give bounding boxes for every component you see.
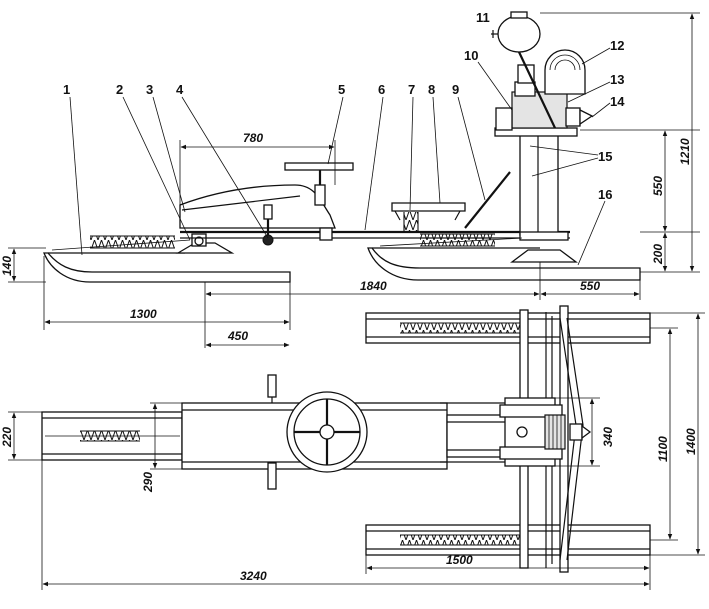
- part-number-labels: 1 2 3 4 5 6 7 8 9 10 11 12 13 14 15 16: [63, 10, 625, 202]
- part-number-9: 9: [452, 82, 459, 97]
- seat-body: [179, 184, 336, 241]
- dimension-550-side: 550: [651, 176, 665, 196]
- dimension-220: 220: [0, 427, 14, 448]
- dimension-290: 290: [141, 472, 155, 493]
- part-number-8: 8: [428, 82, 435, 97]
- part-number-1: 1: [63, 82, 70, 97]
- dimension-550-bottom: 550: [580, 279, 600, 293]
- brake-lever: [262, 204, 274, 246]
- top-view: 220 290 3240 1500 340 1100: [0, 305, 705, 590]
- engine-top: [499, 397, 592, 467]
- dimension-1100: 1100: [656, 436, 670, 462]
- part-number-13: 13: [610, 72, 624, 87]
- side-view: 1 2 3 4 5 6 7 8 9 10 11 12 13 14 15 16 7…: [0, 10, 700, 348]
- dimension-340: 340: [601, 427, 615, 447]
- side-view-dimensions: 780 1840 550 1300 450 140: [0, 12, 700, 348]
- dimension-200: 200: [651, 244, 665, 265]
- fuel-tank: [491, 11, 556, 129]
- dimension-1840: 1840: [360, 279, 387, 293]
- dimension-1210: 1210: [678, 138, 692, 165]
- dimension-3240: 3240: [240, 569, 267, 583]
- part-number-14: 14: [610, 94, 625, 109]
- steering-wheel-top: [286, 391, 368, 473]
- dimension-140: 140: [0, 256, 14, 276]
- part-number-5: 5: [338, 82, 345, 97]
- part-number-4: 4: [176, 82, 184, 97]
- part-number-2: 2: [116, 82, 123, 97]
- front-ski-top: [41, 411, 183, 461]
- part-number-11: 11: [476, 10, 490, 25]
- rear-ski-top-upper: [365, 312, 651, 344]
- rear-frame-top: [440, 402, 508, 463]
- part-number-3: 3: [146, 82, 153, 97]
- part-number-16: 16: [598, 187, 612, 202]
- part-number-15: 15: [598, 149, 612, 164]
- part-leaders: [69, 47, 611, 266]
- rear-seat: [391, 202, 466, 232]
- dimension-1300: 1300: [130, 307, 157, 321]
- part-number-7: 7: [408, 82, 415, 97]
- rear-ski: [367, 231, 641, 281]
- top-view-dimensions: 220 290 3240 1500 340 1100: [0, 312, 705, 590]
- engine: [495, 49, 594, 131]
- steering-wheel-side: [284, 162, 354, 206]
- rear-ski-top-lower: [365, 524, 651, 556]
- engine-tower: [494, 127, 578, 236]
- front-spring: [51, 235, 191, 251]
- dimension-780: 780: [243, 131, 263, 145]
- rear-spring: [379, 233, 523, 247]
- frame-beam: [180, 230, 570, 239]
- part-number-6: 6: [378, 82, 385, 97]
- dimension-1500: 1500: [446, 553, 473, 567]
- part-number-12: 12: [610, 38, 624, 53]
- part-number-10: 10: [464, 48, 478, 63]
- engine-strut: [464, 171, 511, 229]
- dimension-450: 450: [227, 329, 248, 343]
- dimension-1400: 1400: [684, 428, 698, 455]
